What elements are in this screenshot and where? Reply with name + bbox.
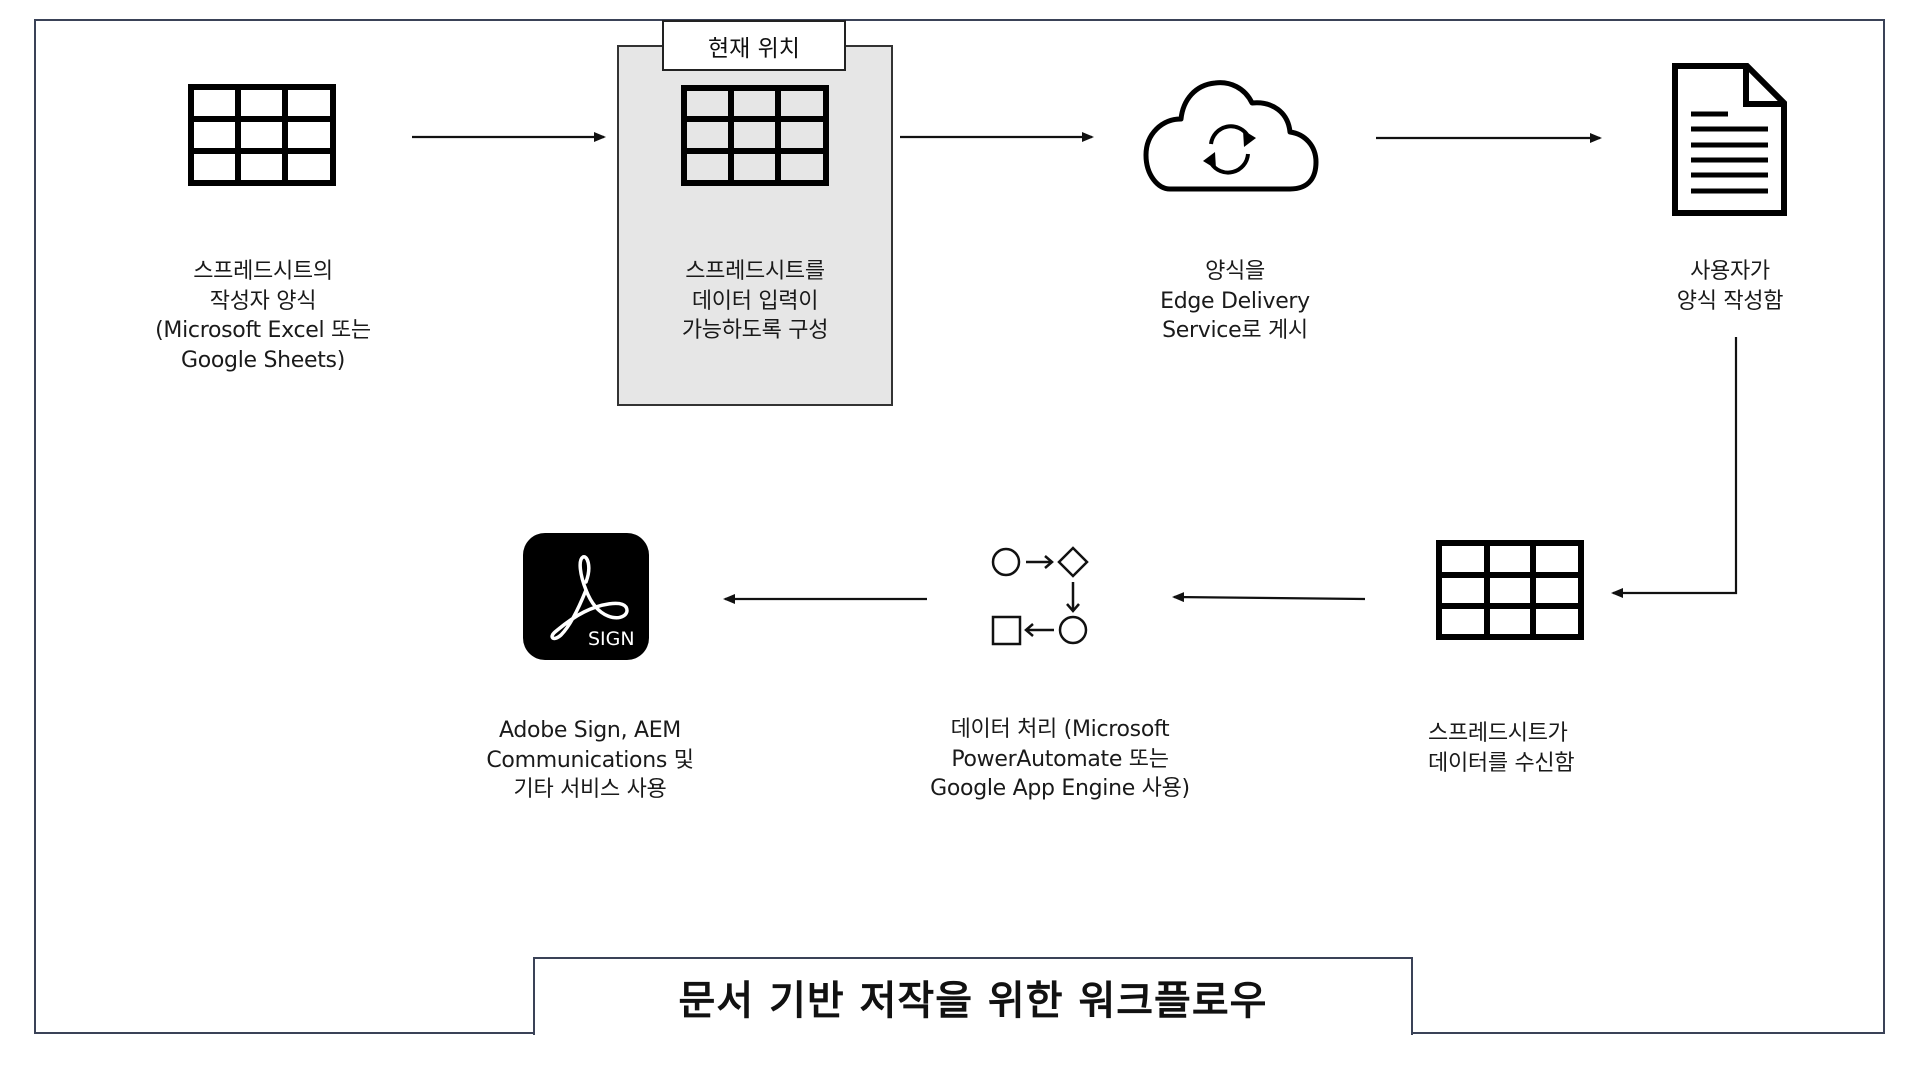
- label-line: 작성자 양식: [209, 288, 317, 314]
- arrow-edge-4: [1611, 337, 1738, 598]
- label-line: Adobe Sign, AEM: [499, 718, 681, 743]
- arrow-edge-5: [1172, 592, 1366, 603]
- node-label-spreadsheet-receives: 스프레드시트가 데이터를 수신함: [1428, 719, 1668, 778]
- label-line: 스프레드시트를: [685, 259, 825, 284]
- document-icon: [1672, 63, 1787, 216]
- label-line: (Microsoft Excel 또는: [155, 318, 371, 343]
- label-line: Service로 게시: [1162, 318, 1308, 343]
- label-line: 사용자가: [1690, 259, 1770, 284]
- spreadsheet-icon: [1436, 540, 1584, 640]
- adobe-sign-icon: [523, 533, 649, 660]
- label-line: 데이터를 수신함: [1428, 750, 1575, 776]
- node-label-use-services: Adobe Sign, AEM Communications 및 기타 서비스 …: [450, 716, 730, 805]
- label-line: 양식 작성함: [1676, 288, 1784, 314]
- label-line: 스프레드시트의: [193, 259, 333, 284]
- current-position-tab: 현재 위치: [662, 20, 846, 71]
- node-label-publish-form: 양식을 Edge Delivery Service로 게시: [1105, 257, 1365, 346]
- label-line: PowerAutomate 또는: [951, 746, 1169, 772]
- label-line: 양식을: [1205, 259, 1265, 284]
- spreadsheet-icon: [188, 84, 336, 186]
- adobe-sign-icon-text: SIGN: [588, 628, 635, 650]
- label-line: Communications 및: [486, 747, 694, 773]
- label-line: 데이터 입력이: [691, 288, 819, 314]
- label-line: 데이터 처리 (Microsoft: [950, 717, 1170, 742]
- node-label-user-fills-form: 사용자가 양식 작성함: [1620, 257, 1840, 316]
- label-line: 스프레드시트가: [1428, 721, 1568, 746]
- cloud-sync-icon: [1143, 80, 1319, 192]
- node-label-configure-spreadsheet: 스프레드시트를 데이터 입력이 가능하도록 구성: [630, 257, 880, 346]
- node-label-author-spreadsheet: 스프레드시트의 작성자 양식 (Microsoft Excel 또는 Googl…: [133, 257, 393, 375]
- label-line: Google Sheets): [180, 347, 346, 373]
- workflow-icon: [991, 546, 1089, 646]
- node-label-process-data: 데이터 처리 (Microsoft PowerAutomate 또는 Googl…: [900, 715, 1220, 804]
- label-line: Edge Delivery: [1160, 288, 1310, 314]
- label-line: Google App Engine 사용): [930, 776, 1190, 801]
- label-line: 기타 서비스 사용: [513, 777, 667, 802]
- diagram-title: 문서 기반 저작을 위한 워크플로우: [533, 957, 1413, 1035]
- current-step-highlight: [617, 45, 893, 406]
- label-line: 가능하도록 구성: [681, 318, 829, 343]
- spreadsheet-icon: [681, 85, 829, 186]
